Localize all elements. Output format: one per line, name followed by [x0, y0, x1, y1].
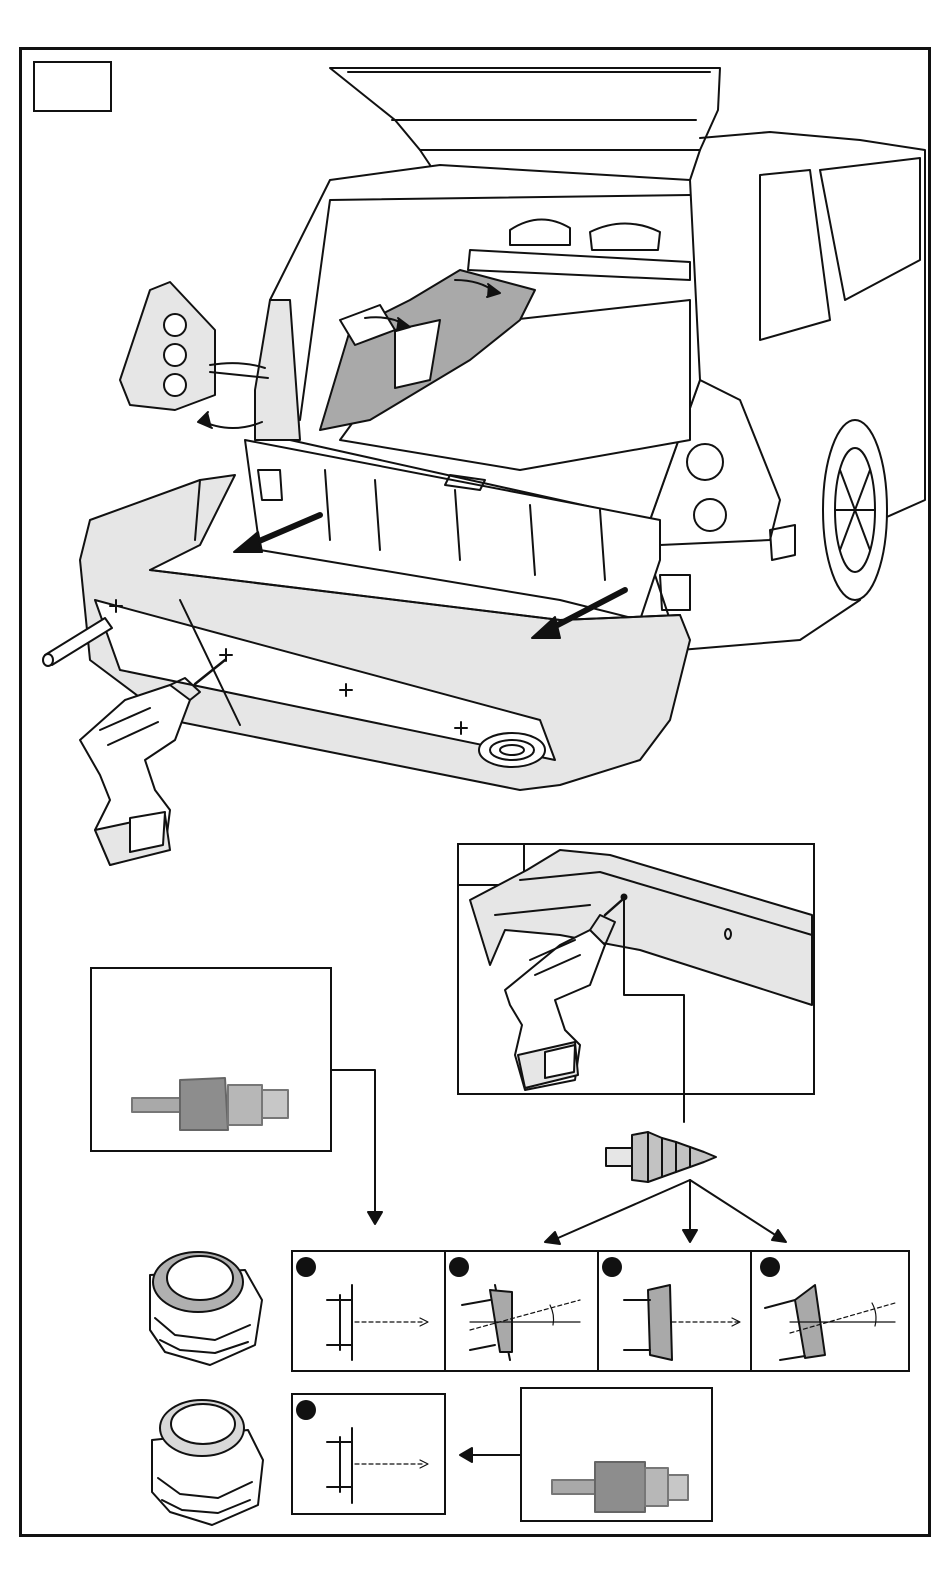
mount-cap-icon — [624, 1285, 740, 1360]
variant-dot-c — [602, 1257, 622, 1277]
mount-cap-angled-icon — [765, 1285, 895, 1360]
mount-straight-icon — [327, 1428, 428, 1503]
mount-straight-icon — [327, 1285, 428, 1360]
variant-dot-d — [760, 1257, 780, 1277]
variant-dot-b — [449, 1257, 469, 1277]
mount-angled-icon — [462, 1285, 580, 1360]
variant-dot-a — [296, 1257, 316, 1277]
variant-dot-e — [296, 1400, 316, 1420]
